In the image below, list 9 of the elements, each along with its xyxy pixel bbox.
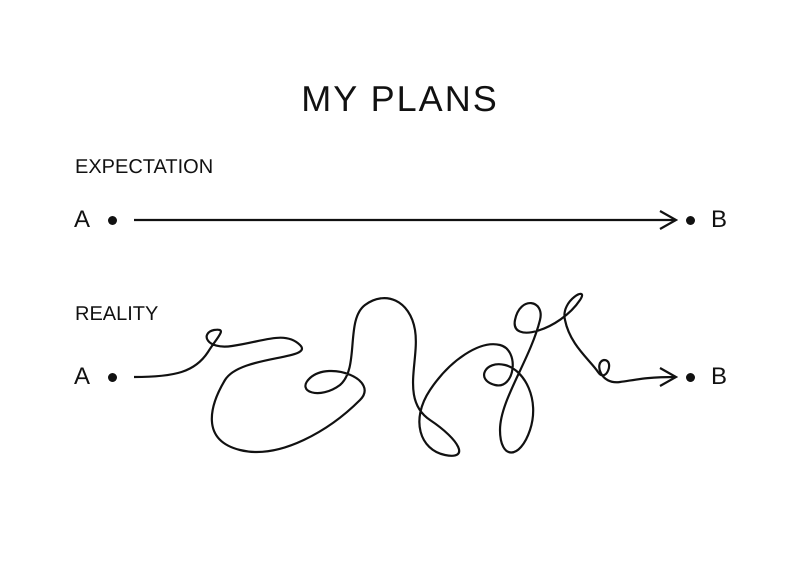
point-label: A	[74, 205, 90, 235]
section-label: REALITY	[75, 303, 158, 326]
tangled-arrow	[134, 294, 678, 456]
arrow	[134, 210, 678, 230]
point-label: B	[711, 205, 728, 235]
section-label: EXPECTATION	[75, 156, 214, 179]
point-label: B	[711, 362, 728, 392]
title: MY PLANS	[300, 78, 500, 120]
point-label: A	[74, 362, 90, 392]
